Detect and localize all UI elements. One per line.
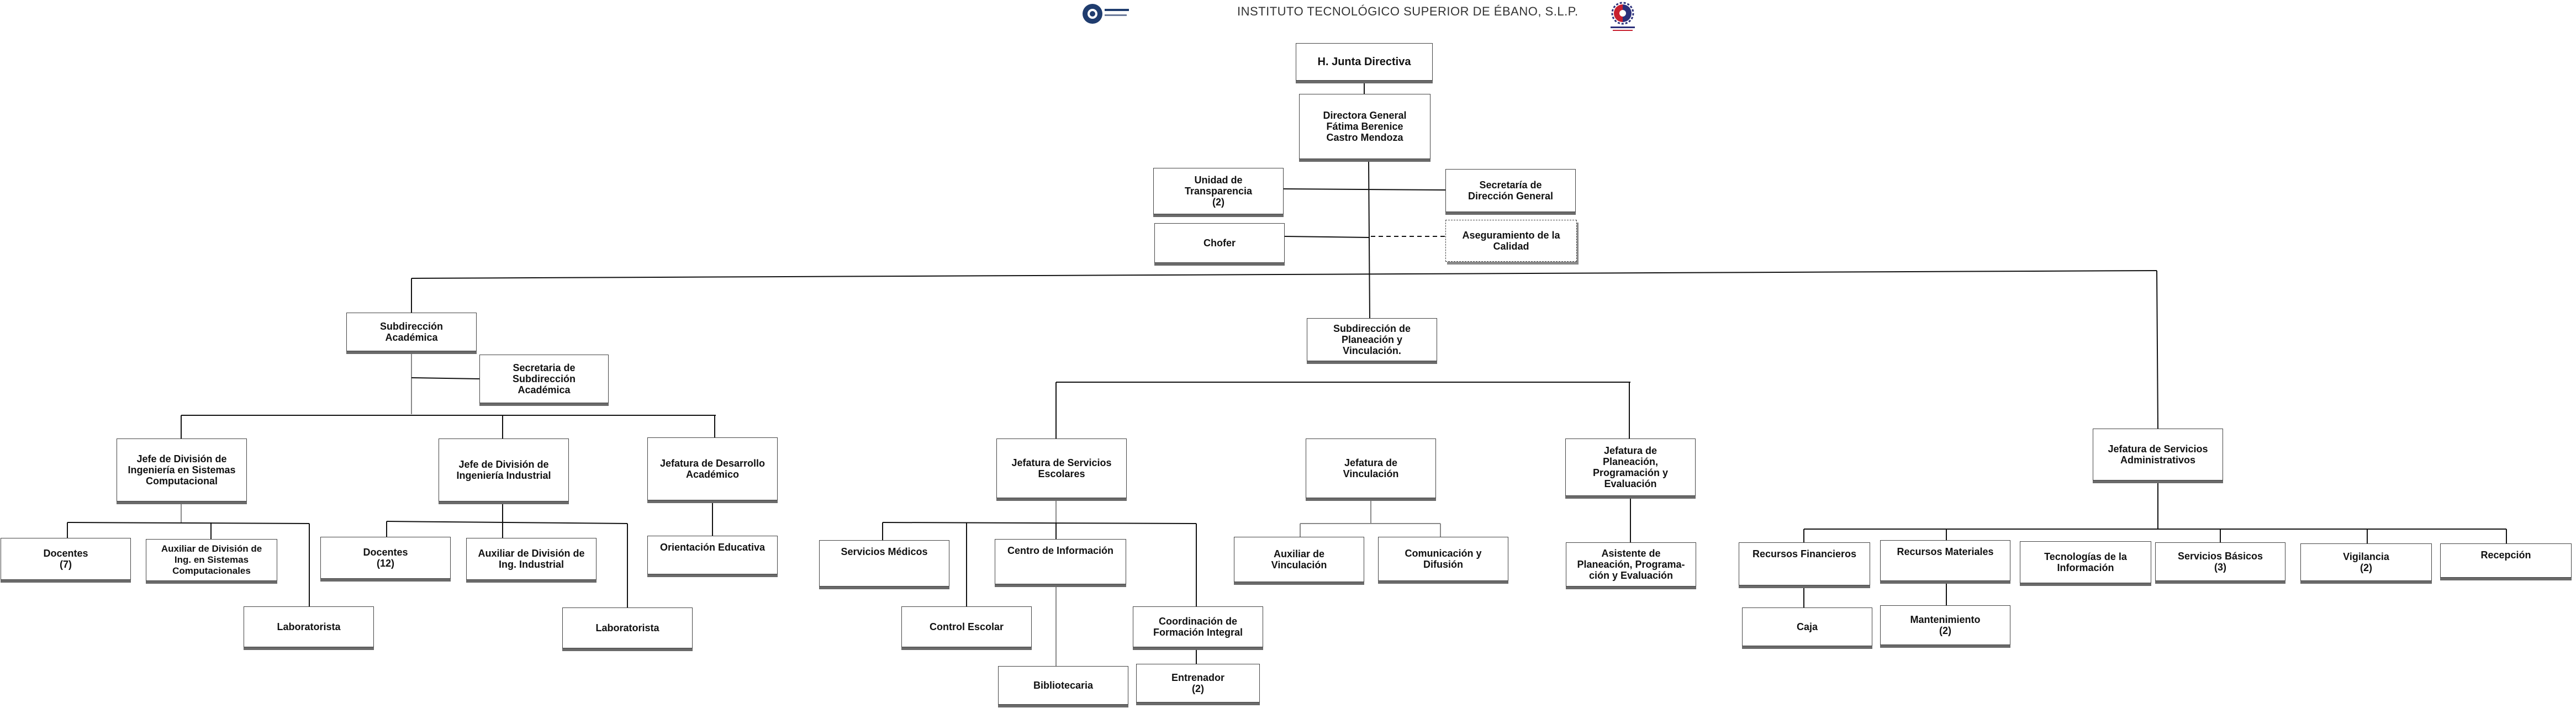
page-title: INSTITUTO TECNOLÓGICO SUPERIOR DE ÉBANO,…: [1237, 4, 1579, 18]
box-directora-general: Directora General Fátima Berenice Castro…: [1299, 94, 1430, 159]
box-unidad-transparencia: Unidad de Transparencia (2): [1153, 168, 1284, 214]
box-auxiliar-sistemas: Auxiliar de División de Ing. en Sistemas…: [146, 539, 277, 581]
box-recepcion: Recepción: [2440, 543, 2572, 578]
box-division-industrial: Jefe de División de Ingeniería Industria…: [439, 438, 569, 501]
connector: [882, 522, 1197, 524]
box-auxiliar-vinculacion: Auxiliar de Vinculación: [1234, 537, 1364, 582]
box-centro-informacion: Centro de Información: [995, 539, 1126, 584]
box-vinculacion: Jefatura de Vinculación: [1306, 438, 1436, 498]
box-vigilancia: Vigilancia (2): [2300, 543, 2432, 581]
box-secretaria-direccion-general: Secretaría de Dirección General: [1445, 169, 1576, 212]
connector: [411, 270, 2157, 279]
box-laboratorista-2: Laboratorista: [562, 607, 693, 648]
box-servicios-medicos: Servicios Médicos: [819, 540, 949, 587]
connector: [411, 377, 480, 379]
gear-logo-icon: [1083, 4, 1129, 24]
box-mantenimiento: Mantenimiento (2): [1880, 605, 2010, 645]
box-formacion-integral: Coordinación de Formación Integral: [1133, 606, 1263, 647]
box-secretaria-subdireccion: Secretaria de Subdirección Académica: [479, 355, 609, 403]
box-junta-directiva: H. Junta Directiva: [1296, 43, 1433, 81]
box-auxiliar-industrial: Auxiliar de División de Ing. Industrial: [466, 538, 597, 580]
box-servicios-escolares: Jefatura de Servicios Escolares: [996, 438, 1127, 498]
box-desarrollo-academico: Jefatura de Desarrollo Académico: [647, 437, 778, 500]
institute-emblem-icon: [1611, 2, 1635, 31]
box-jefatura-planeacion: Jefatura de Planeación, Programación y E…: [1565, 438, 1696, 496]
box-orientacion-educativa: Orientación Educativa: [647, 536, 778, 574]
box-chofer: Chofer: [1154, 223, 1285, 263]
box-servicios-basicos: Servicios Básicos (3): [2155, 542, 2285, 581]
box-asistente-planeacion: Asistente de Planeación, Programa- ción …: [1566, 542, 1696, 587]
box-bibliotecaria: Bibliotecaria: [998, 666, 1128, 705]
box-tecnologias-informacion: Tecnologías de la Información: [2020, 541, 2151, 583]
box-recursos-financieros: Recursos Financieros: [1739, 542, 1870, 585]
connector: [1368, 160, 1370, 320]
box-recursos-materiales: Recursos Materiales: [1880, 540, 2010, 581]
box-docentes-12: Docentes (12): [320, 537, 451, 579]
box-entrenador: Entrenador (2): [1136, 664, 1260, 702]
box-laboratorista-1: Laboratorista: [244, 606, 374, 647]
box-comunicacion-difusion: Comunicación y Difusión: [1378, 537, 1508, 581]
box-subdireccion-academica: Subdirección Académica: [346, 313, 477, 351]
box-aseguramiento-calidad: Aseguramiento de la Calidad: [1445, 220, 1577, 262]
box-division-sistemas: Jefe de División de Ingeniería en Sistem…: [117, 438, 247, 501]
box-control-escolar: Control Escolar: [901, 606, 1032, 647]
connector: [1284, 236, 1369, 238]
tecnm-logo: [1081, 1, 1134, 27]
connector: [2156, 270, 2158, 429]
box-caja: Caja: [1742, 607, 1872, 646]
connector: [67, 522, 310, 524]
box-servicios-administrativos: Jefatura de Servicios Administrativos: [2093, 429, 2223, 480]
box-subdireccion-planeacion: Subdirección de Planeación y Vinculación…: [1307, 318, 1437, 361]
connector: [1283, 188, 1446, 191]
institute-logo: [1606, 1, 1639, 33]
box-docentes-7: Docentes (7): [1, 538, 131, 580]
connector: [386, 521, 628, 524]
